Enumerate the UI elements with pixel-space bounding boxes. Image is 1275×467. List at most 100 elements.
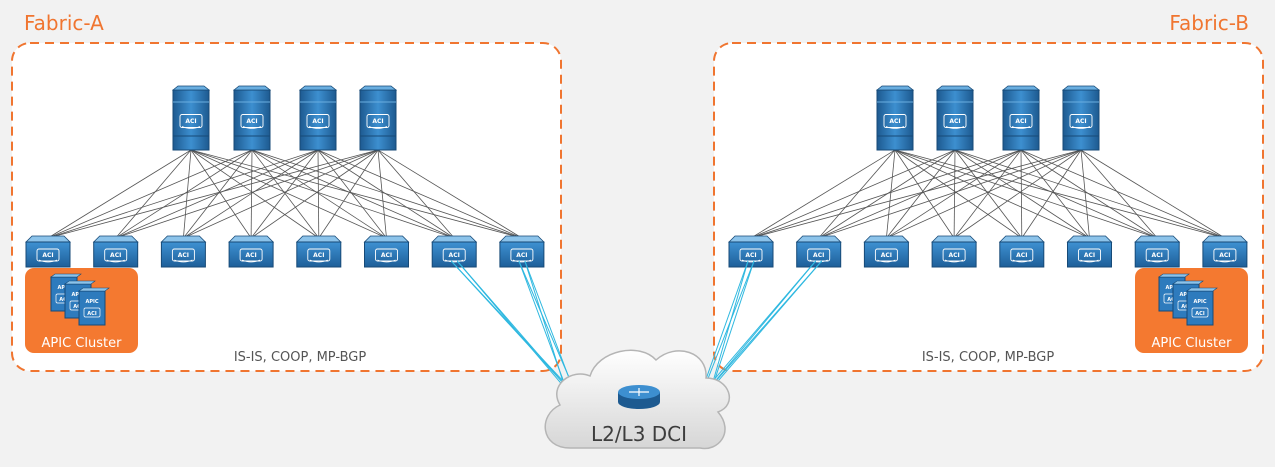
fabric-link: [954, 149, 1158, 239]
fabric-link: [377, 149, 523, 239]
leaf-switch-icon: ACI: [160, 235, 207, 268]
fabric-link: [894, 149, 1158, 239]
leaf-switch-icon: ACI: [92, 235, 139, 268]
leaf-switch-icon: ACI: [431, 235, 478, 268]
dci-link: [699, 260, 823, 400]
fabric-link: [953, 149, 1082, 239]
dci-links: [450, 260, 823, 400]
fabric-link: [894, 149, 1090, 239]
svg-text:ACI: ACI: [87, 311, 97, 317]
fabric-link: [190, 149, 455, 239]
fabric-a-apic-label: APIC Cluster: [42, 336, 123, 351]
svg-text:ACI: ACI: [178, 252, 189, 259]
svg-text:ACI: ACI: [1016, 252, 1027, 259]
fabric-link: [183, 149, 192, 239]
leaf-switch-icon: ACI: [1201, 235, 1248, 268]
fabric-link: [250, 149, 319, 239]
fabric-link: [317, 149, 387, 239]
spine-switch-icon: ACI: [1001, 85, 1041, 151]
fabric-link: [1020, 149, 1226, 239]
leaf-switch-icon: ACI: [25, 235, 71, 268]
dci-link: [699, 260, 755, 400]
svg-text:ACI: ACI: [372, 118, 383, 125]
fabric-link: [953, 149, 956, 239]
svg-text:APIC: APIC: [85, 299, 98, 305]
fabric-link: [886, 149, 1082, 239]
fabric-link: [954, 149, 1226, 239]
fabric-b-boundary: [713, 42, 1264, 372]
fabric-link: [750, 149, 956, 239]
svg-text:ACI: ACI: [245, 252, 256, 259]
fabric-link: [1020, 149, 1023, 239]
fabric-b-apic-label: APIC Cluster: [1152, 336, 1233, 351]
leaf-switch-icon: ACI: [998, 235, 1045, 268]
fabric-link: [1020, 149, 1090, 239]
svg-text:ACI: ACI: [1152, 252, 1163, 259]
fabric-link: [183, 149, 379, 239]
spine-switch-icon: ACI: [1061, 85, 1101, 151]
fabric-link: [317, 149, 523, 239]
fabric-link: [115, 149, 319, 239]
fabric-link: [317, 149, 455, 239]
leaf-switch-icon: ACI: [728, 235, 774, 268]
fabric-link: [750, 149, 1022, 239]
fabric-link: [1080, 149, 1158, 239]
fabric-link: [894, 149, 955, 239]
svg-text:ACI: ACI: [745, 252, 756, 259]
svg-text:ACI: ACI: [381, 252, 392, 259]
dci-link: [699, 260, 749, 397]
fabric-link: [317, 149, 320, 239]
spine-switch-icon: ACI: [875, 85, 915, 151]
fabric-link: [886, 149, 1022, 239]
fabric-link: [250, 149, 379, 239]
fabric-link: [251, 149, 455, 239]
fabric-link: [251, 149, 320, 239]
fabric-link: [886, 149, 896, 239]
spine-switch-icon: ACI: [171, 85, 211, 151]
svg-text:APIC: APIC: [1179, 292, 1192, 298]
dci-label: L2/L3 DCI: [591, 422, 687, 446]
svg-text:ACI: ACI: [949, 118, 960, 125]
fabric-link: [318, 149, 379, 239]
spine-switch-icon: ACI: [298, 85, 338, 151]
spine-switch-icon: ACI: [232, 85, 272, 151]
fabric-link: [190, 149, 320, 239]
leaf-switch-icon: ACI: [1066, 235, 1113, 268]
fabric-link: [251, 149, 523, 239]
fabric-link: [818, 149, 1022, 239]
leaf-switch-icon: ACI: [363, 235, 410, 268]
fabric-b-title: Fabric-B: [1169, 11, 1249, 35]
fabric-link: [750, 149, 896, 239]
svg-text:ACI: ACI: [59, 297, 69, 303]
fabric-link: [377, 149, 455, 239]
fabric-link: [115, 149, 192, 239]
svg-text:ACI: ACI: [1075, 118, 1086, 125]
svg-text:ACI: ACI: [889, 118, 900, 125]
dci-link: [699, 260, 817, 397]
fabric-link: [818, 149, 896, 239]
svg-text:ACI: ACI: [185, 118, 196, 125]
fabric-b-protocols: IS-IS, COOP, MP-BGP: [922, 350, 1055, 365]
svg-text:ACI: ACI: [1195, 311, 1205, 317]
svg-text:ACI: ACI: [313, 252, 324, 259]
svg-text:ACI: ACI: [813, 252, 824, 259]
fabric-link: [953, 149, 1022, 239]
fabric-a-protocols: IS-IS, COOP, MP-BGP: [234, 350, 367, 365]
dci-link: [711, 260, 755, 389]
leaf-switch-icon: ACI: [931, 235, 978, 268]
dci-link: [456, 260, 578, 400]
svg-text:ACI: ACI: [110, 252, 121, 259]
fabric-link: [251, 149, 387, 239]
fabric-b-links: [750, 149, 1226, 239]
svg-text:APIC: APIC: [57, 285, 70, 291]
fabric-link: [1080, 149, 1226, 239]
svg-text:ACI: ACI: [42, 252, 53, 259]
dci-link: [524, 260, 566, 389]
fabric-link: [47, 149, 253, 239]
